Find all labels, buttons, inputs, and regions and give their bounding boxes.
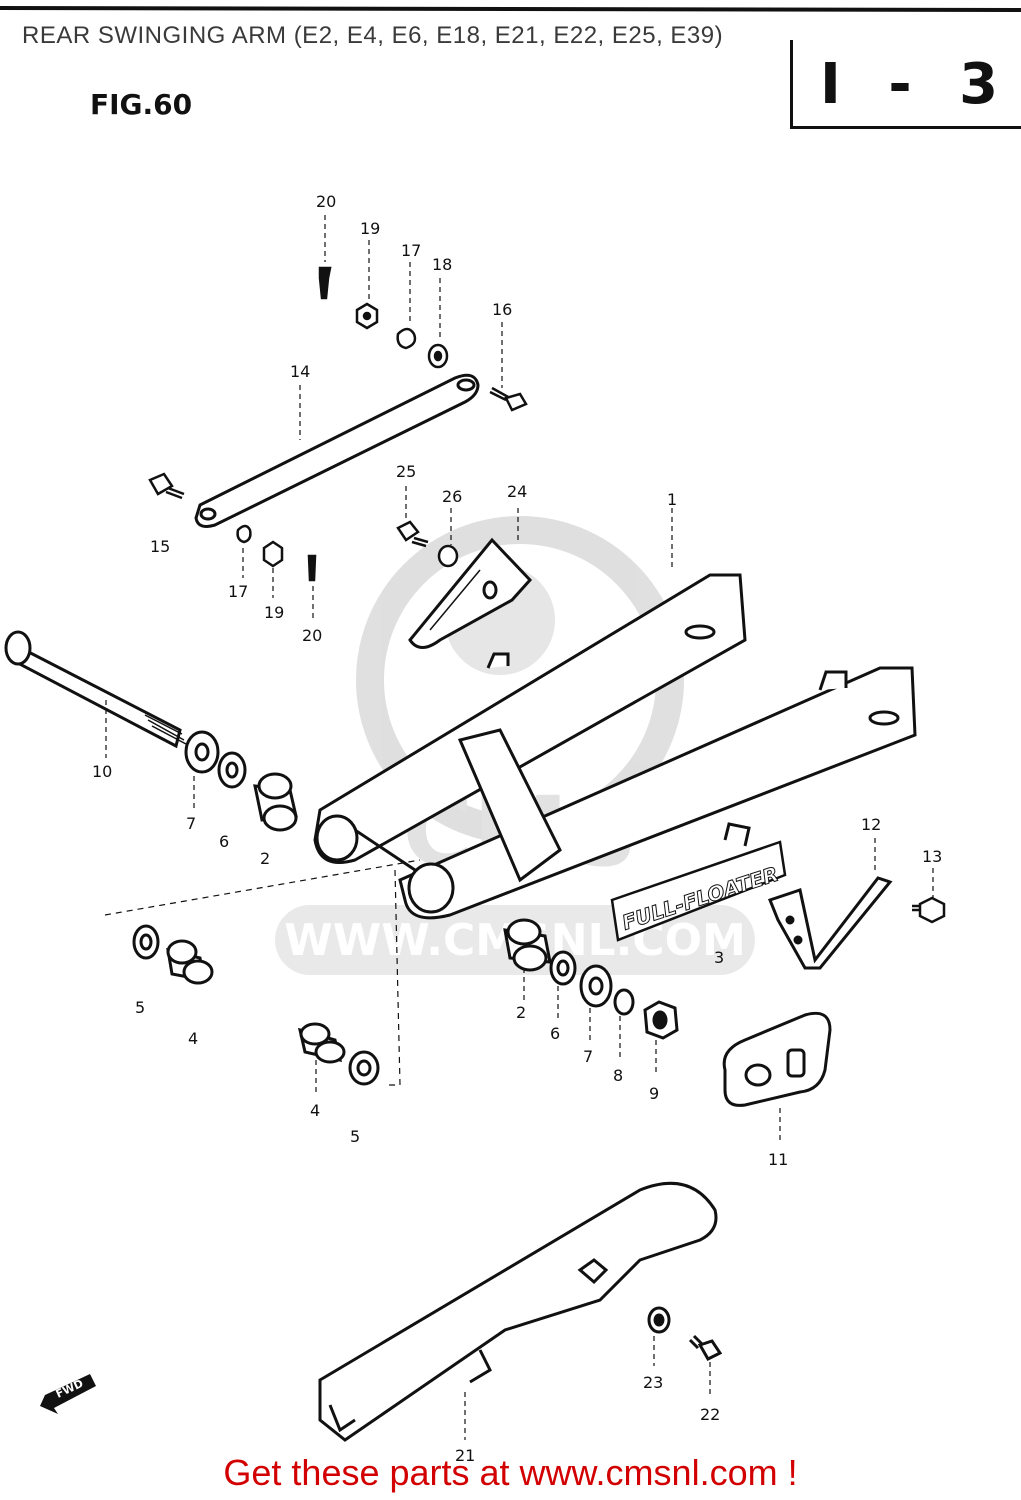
- callout-19: 19: [360, 219, 380, 238]
- callout-24: 24: [507, 482, 527, 501]
- part-7-seal-right: [579, 964, 613, 1042]
- callout-7: 7: [186, 814, 196, 833]
- part-23-washer: [647, 1306, 671, 1366]
- part-10-pivot-axle: [4, 630, 187, 758]
- part-20-pin-lower: [307, 554, 317, 618]
- callout-4-bottom: 4: [310, 1101, 320, 1120]
- part-20-bolt-top: [318, 215, 332, 300]
- part-11-chain-adjuster: [722, 1011, 832, 1140]
- section-box: [790, 40, 1021, 129]
- callout-8: 8: [613, 1066, 623, 1085]
- callout-7-right: 7: [583, 1047, 593, 1066]
- part-4-bushing-bottom: [297, 1022, 346, 1095]
- part-18-washer: [427, 278, 449, 369]
- callout-25: 25: [396, 462, 416, 481]
- callout-6: 6: [219, 832, 229, 851]
- part-19-nut-top: [355, 240, 379, 330]
- part-2-bearing-right: [503, 918, 552, 1000]
- callout-2: 2: [260, 849, 270, 868]
- part-14-torque-rod: [194, 373, 480, 528]
- part-21-chain-case: [318, 1181, 718, 1442]
- callout-5-bottom: 5: [350, 1127, 360, 1146]
- part-6-washer-right: [549, 950, 577, 1020]
- callout-17: 17: [401, 241, 421, 260]
- callout-16: 16: [492, 300, 512, 319]
- part-9-nut: [643, 1000, 679, 1076]
- callout-20: 20: [316, 192, 336, 211]
- callout-18: 18: [432, 255, 452, 274]
- callout-9: 9: [649, 1084, 659, 1103]
- part-26-washer: [437, 508, 459, 568]
- callout-21: 21: [455, 1446, 475, 1465]
- callout-4: 4: [188, 1029, 198, 1048]
- callout-22: 22: [700, 1405, 720, 1424]
- part-12-chain-guide-bracket: [768, 838, 893, 970]
- part-15-bolt: [148, 472, 185, 500]
- part-5-seal-lower: [132, 924, 160, 960]
- part-13-bolt: [912, 868, 946, 924]
- part-24-bracket: [408, 508, 533, 649]
- callout-20-lower: 20: [302, 626, 322, 645]
- callout-10: 10: [92, 762, 112, 781]
- part-1-swing-arm: [313, 508, 917, 920]
- callout-11: 11: [768, 1150, 788, 1169]
- part-22-bolt: [688, 1334, 723, 1396]
- part-25-bolt: [396, 486, 429, 548]
- part-17-washer-lower: [236, 524, 252, 578]
- callout-19-lower: 19: [264, 603, 284, 622]
- callout-14: 14: [290, 362, 310, 381]
- callout-23: 23: [643, 1373, 663, 1392]
- part-4-bushing-lower: [166, 939, 214, 985]
- part-7-seal-left: [184, 730, 220, 812]
- part-5-seal-bottom: [348, 1050, 380, 1086]
- callout-6-right: 6: [550, 1024, 560, 1043]
- callout-17-lower: 17: [228, 582, 248, 601]
- figure-number: FIG.60: [90, 88, 193, 121]
- callout-numbers: 20 19 17 18 16 14 15 17 19 20 25 26 24 1…: [92, 192, 942, 1465]
- callout-12: 12: [861, 815, 881, 834]
- part-6-washer-left: [217, 751, 247, 789]
- forward-arrow-icon: FWD: [40, 1374, 96, 1414]
- page-title: REAR SWINGING ARM (E2, E4, E6, E18, E21,…: [22, 22, 724, 49]
- part-16-bolt: [489, 322, 528, 412]
- callout-13: 13: [922, 847, 942, 866]
- callout-5: 5: [135, 998, 145, 1017]
- part-2-bearing-left: [253, 772, 298, 832]
- callout-15: 15: [150, 537, 170, 556]
- callout-3: 3: [714, 948, 724, 967]
- footer-link-text[interactable]: Get these parts at www.cmsnl.com !: [223, 1452, 798, 1493]
- callout-26: 26: [442, 487, 462, 506]
- assembly-center-lines: [104, 859, 421, 1086]
- section-label: I - 3: [820, 52, 1013, 117]
- part-19-nut-lower: [262, 540, 284, 598]
- callout-1: 1: [667, 490, 677, 509]
- part-8-washer: [613, 988, 635, 1060]
- part-17-washer-top: [396, 262, 417, 350]
- callout-2-right: 2: [516, 1003, 526, 1022]
